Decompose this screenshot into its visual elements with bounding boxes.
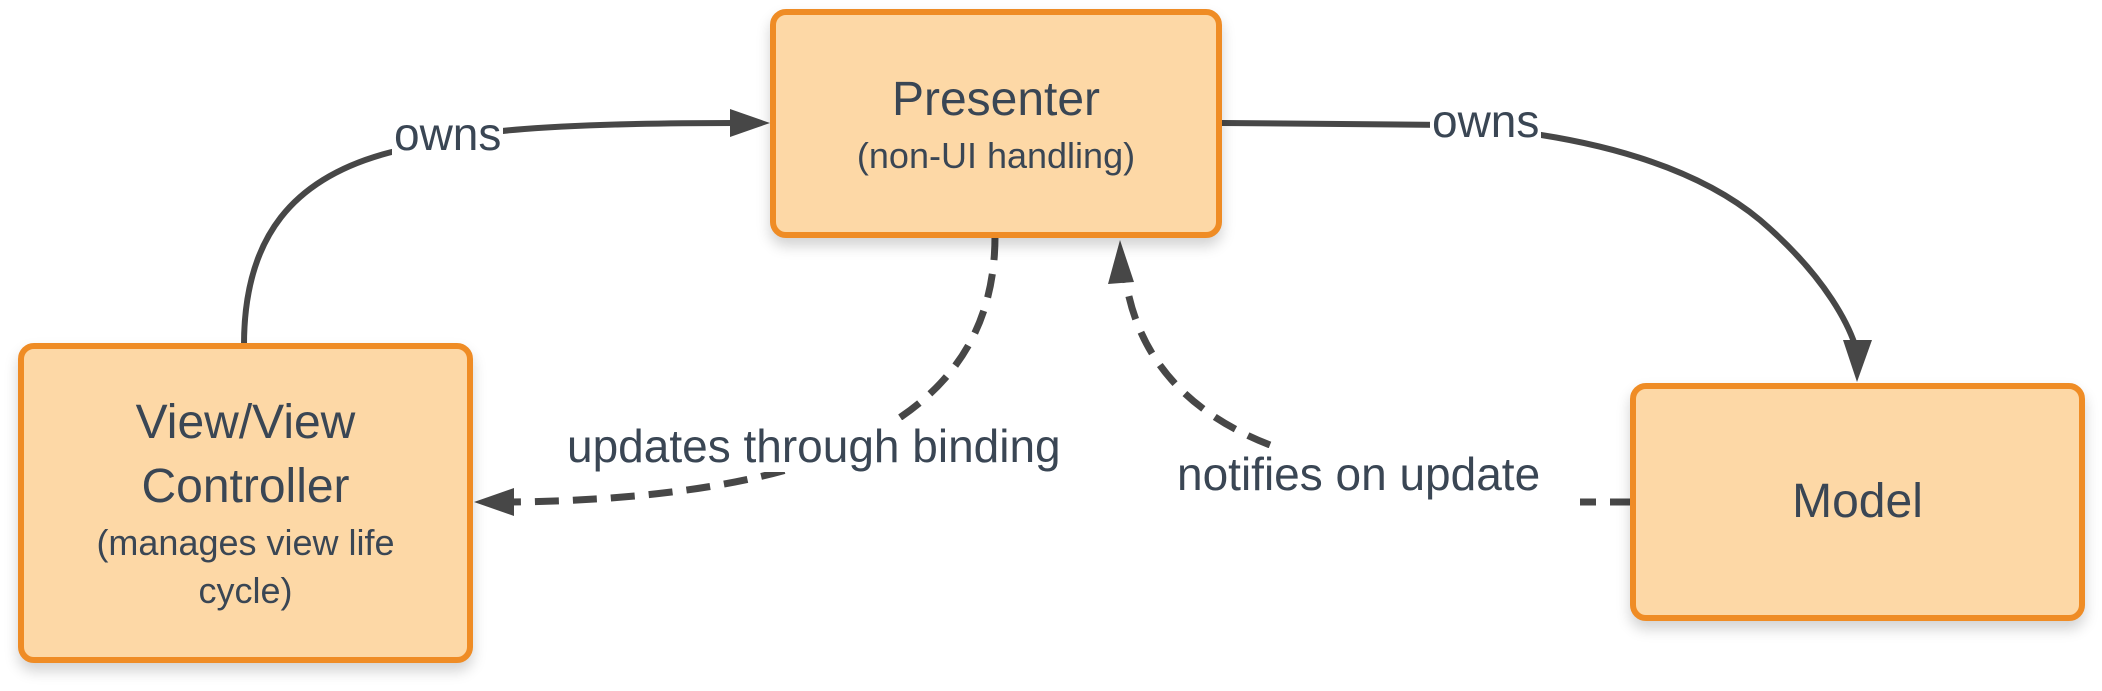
edge-presenter-owns-model <box>1221 120 1858 346</box>
arrowhead-to-presenter-notify <box>1108 240 1134 284</box>
edge-label-owns-left: owns <box>392 108 504 160</box>
edge-label-notifies-on-update: notifies on update <box>1175 448 1543 500</box>
edge-label-updates-through-binding: updates through binding <box>565 420 1063 472</box>
presenter-subtitle: (non-UI handling) <box>856 134 1136 176</box>
model-title: Model <box>1792 475 1923 528</box>
model-node[interactable]: Model <box>1630 383 2085 621</box>
edge-label-owns-right: owns <box>1430 95 1542 147</box>
edge-model-notifies-presenter <box>1121 274 1634 506</box>
presenter-node[interactable]: Presenter (non-UI handling) <box>770 9 1222 238</box>
view-subtitle-line2: cycle) <box>198 570 293 611</box>
arrowhead-to-model <box>1843 340 1872 382</box>
arrowhead-to-presenter <box>730 109 770 137</box>
view-subtitle-line1: (manages view life <box>96 522 395 563</box>
arrowhead-to-view <box>474 488 514 516</box>
view-title-line2: Controller <box>141 460 350 513</box>
view-controller-node[interactable]: View/View Controller (manages view life … <box>18 343 473 663</box>
presenter-title: Presenter <box>891 72 1101 126</box>
view-title-line1: View/View <box>135 396 356 449</box>
